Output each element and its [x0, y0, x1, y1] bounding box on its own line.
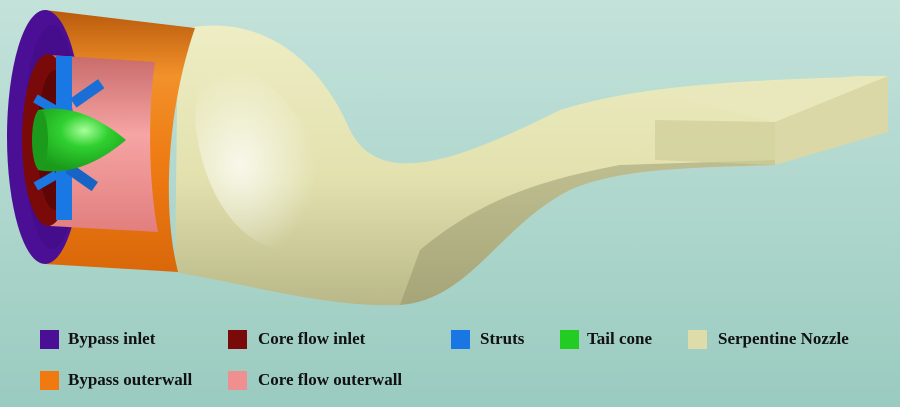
- legend-label-tail-cone: Tail cone: [587, 329, 653, 348]
- legend-swatch-tail-cone: [560, 330, 579, 349]
- legend-swatch-bypass-outerwall: [40, 371, 59, 390]
- legend-label-serpentine-nozzle: Serpentine Nozzle: [718, 329, 849, 348]
- strut-lower-right: [65, 163, 98, 192]
- legend-label-core-flow-outerwall: Core flow outerwall: [258, 370, 403, 389]
- tail-cone: [33, 108, 126, 172]
- nozzle-exit-top: [655, 76, 888, 122]
- legend-swatch-serpentine-nozzle: [688, 330, 707, 349]
- legend-item-struts: Struts: [480, 329, 524, 349]
- nozzle-exit-face: [775, 76, 888, 165]
- legend-label-bypass-outerwall: Bypass outerwall: [68, 370, 193, 389]
- nozzle-exit-side: [655, 120, 775, 165]
- legend-swatch-struts: [451, 330, 470, 349]
- legend-item-bypass-outerwall: Bypass outerwall: [68, 370, 192, 390]
- legend-label-bypass-inlet: Bypass inlet: [68, 329, 156, 348]
- strut-left-bottom: [33, 170, 59, 191]
- legend-item-bypass-inlet: Bypass inlet: [68, 329, 155, 349]
- nozzle-highlight: [195, 59, 347, 252]
- legend-swatch-bypass-inlet: [40, 330, 59, 349]
- legend-swatch-core-flow-inlet: [228, 330, 247, 349]
- legend-item-core-flow-inlet: Core flow inlet: [258, 329, 365, 349]
- legend-label-struts: Struts: [480, 329, 525, 348]
- legend-item-core-flow-outerwall: Core flow outerwall: [258, 370, 402, 390]
- tail-cone-base: [32, 110, 48, 170]
- legend-item-serpentine-nozzle: Serpentine Nozzle: [718, 329, 849, 349]
- legend-item-tail-cone: Tail cone: [587, 329, 652, 349]
- legend-swatch-core-flow-outerwall: [228, 371, 247, 390]
- legend-label-core-flow-inlet: Core flow inlet: [258, 329, 366, 348]
- strut-upper-right: [70, 79, 105, 108]
- nozzle-shadow: [400, 160, 775, 305]
